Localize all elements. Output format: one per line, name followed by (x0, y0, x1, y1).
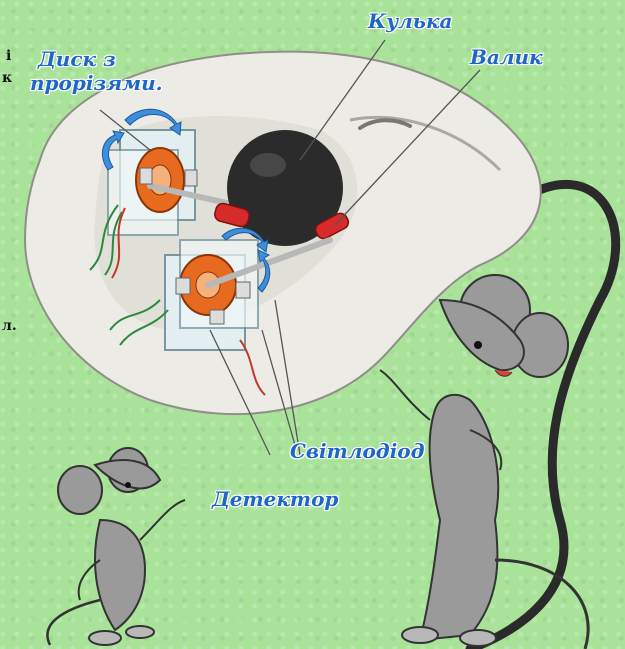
label-led: Світлодіод (290, 440, 425, 462)
cartoon-mouse-small (58, 448, 185, 645)
cartoon-mouse-large-eye (474, 341, 482, 349)
label-ball: Кулька (368, 10, 452, 32)
label-slotted-disk-line1: Диск з (38, 48, 116, 70)
edge-text-1: і (6, 48, 11, 64)
cartoon-mouse-small-eye (125, 482, 131, 488)
edge-text-3: л. (2, 318, 17, 334)
label-detector: Детектор (212, 488, 338, 510)
label-slotted-disk-line2: прорізями. (30, 72, 163, 94)
edge-text-2: к (2, 70, 12, 86)
label-roller: Валик (470, 46, 543, 68)
